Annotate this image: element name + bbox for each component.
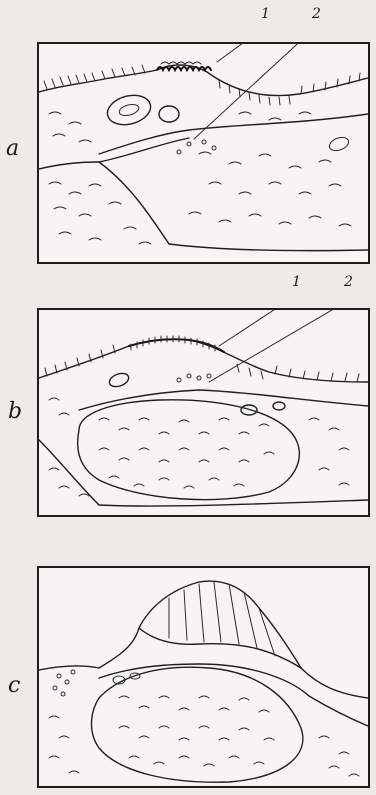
- panel-b: [37, 308, 370, 517]
- panel-c: [37, 566, 370, 788]
- panel-a: [37, 42, 370, 264]
- panel-label-c: c: [8, 673, 20, 698]
- callout-2-panel-b: 2: [344, 274, 353, 290]
- panel-a-drawing: [39, 44, 368, 262]
- callout-1-panel-b: 1: [292, 274, 301, 290]
- panel-b-drawing: [39, 310, 368, 515]
- panel-label-a: a: [6, 136, 19, 161]
- callout-1-panel-a: 1: [261, 6, 270, 22]
- panel-label-b: b: [8, 399, 22, 424]
- panel-c-drawing: [39, 568, 368, 786]
- callout-2-panel-a: 2: [312, 6, 321, 22]
